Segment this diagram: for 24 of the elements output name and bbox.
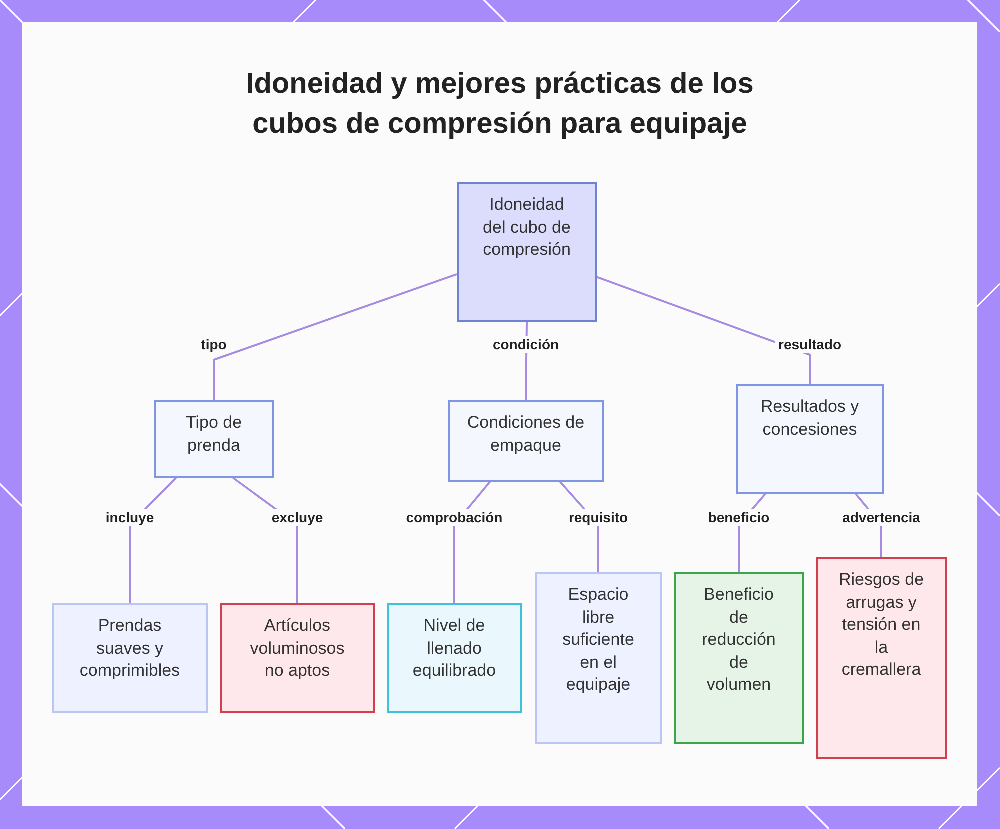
node-label: Resultados y concesiones	[760, 396, 860, 440]
benefit-box	[674, 572, 804, 744]
connector-line	[596, 276, 811, 384]
detail-box	[535, 572, 662, 744]
node-label: Nivel de llenado equilibrado	[412, 615, 498, 682]
warning-box	[220, 603, 375, 713]
warning-box	[816, 557, 947, 759]
node-label: Beneficio de reducción de volumen	[701, 584, 777, 696]
topic-box	[457, 182, 597, 322]
node-label: Idoneidad del cubo de compresión	[482, 194, 572, 261]
connector-line	[213, 273, 458, 400]
category-box	[154, 400, 274, 478]
detail-box	[387, 603, 522, 713]
node-label: Condiciones de empaque	[466, 412, 586, 456]
category-box	[736, 384, 884, 494]
detail-box	[52, 603, 208, 713]
edge-label: tipo	[198, 336, 230, 354]
node-label: Prendas suaves y comprimibles	[78, 615, 182, 682]
node-label: Espacio libre suficiente en el equipaje	[562, 584, 636, 696]
node-label: Artículos voluminosos no aptos	[249, 615, 346, 682]
title: Idoneidad y mejores prácticas de los cubos de compresión para equipaje	[245, 67, 755, 142]
node-label: Riesgos de arrugas y tensión en la cremallera	[838, 569, 926, 681]
category-box	[448, 400, 604, 482]
node-label: Tipo de prenda	[184, 412, 244, 456]
